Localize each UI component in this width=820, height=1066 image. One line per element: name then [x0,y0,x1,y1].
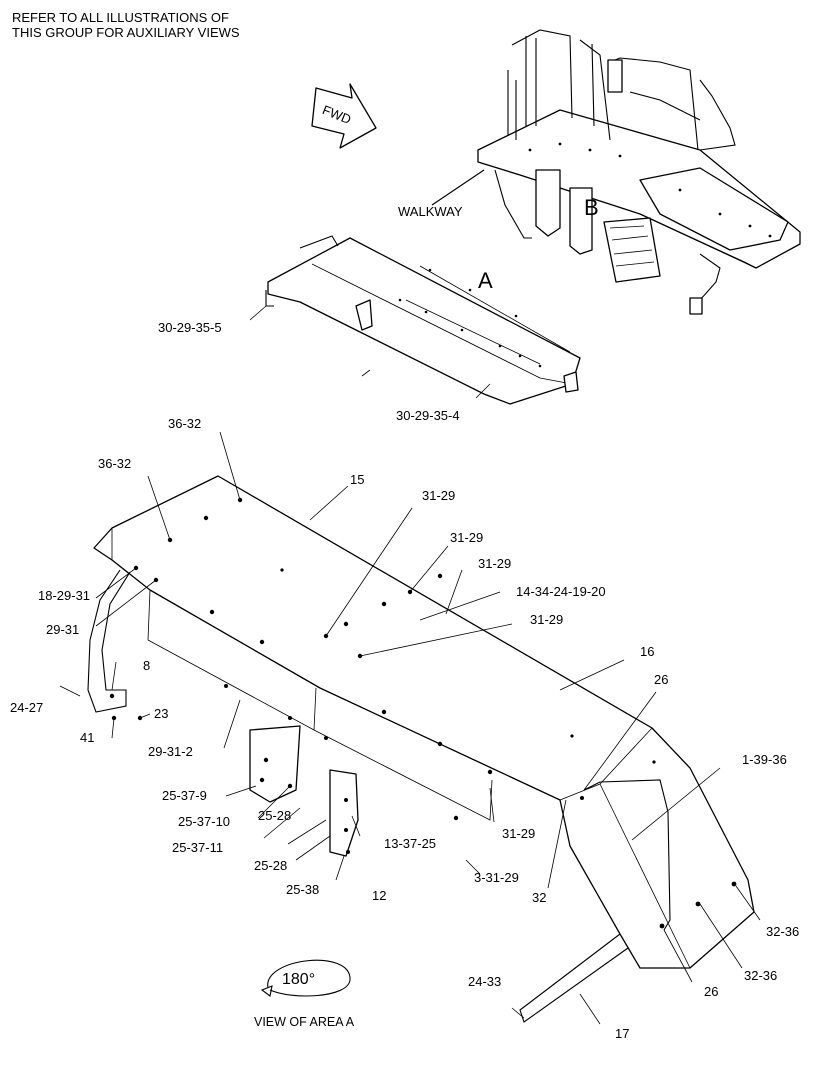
callout-29-31: 29-31 [46,622,79,637]
callout-25-28: 25-28 [258,808,291,823]
callout-24-27: 24-27 [10,700,43,715]
callout-30-29-35-4: 30-29-35-4 [396,408,460,423]
callout-24-33: 24-33 [468,974,501,989]
area-b-label: B [584,195,599,220]
callout-25-37-10: 25-37-10 [178,814,230,829]
callout-36-32: 36-32 [168,416,201,431]
walkway-label: WALKWAY [398,204,463,219]
callout-labels: 30-29-35-5 30-29-35-4 36-32 36-32 15 31-29 31-… [10,320,799,1041]
callout-29-31-2: 29-31-2 [148,744,193,759]
callout-8: 8 [143,658,150,673]
callout-31-29: 31-29 [450,530,483,545]
note-line-1: REFER TO ALL ILLUSTRATIONS OF [12,10,229,25]
callout-16: 16 [640,644,654,659]
callout-32: 32 [532,890,546,905]
callout-14-34-24-19-20: 14-34-24-19-20 [516,584,606,599]
callout-12: 12 [372,888,386,903]
callout-26: 26 [654,672,668,687]
callout-15: 15 [350,472,364,487]
rotation-label: 180° [282,971,315,988]
callout-30-29-35-5: 30-29-35-5 [158,320,222,335]
note-line-2: THIS GROUP FOR AUXILIARY VIEWS [12,25,240,40]
fwd-arrow: FWD [311,83,377,149]
callout-18-29-31: 18-29-31 [38,588,90,603]
area-a-label: A [478,268,493,293]
callout-31-29: 31-29 [422,488,455,503]
callout-31-29: 31-29 [478,556,511,571]
callout-3-31-29: 3-31-29 [474,870,519,885]
callout-32-36: 32-36 [766,924,799,939]
callout-17: 17 [615,1026,629,1041]
callout-25-37-9: 25-37-9 [162,788,207,803]
callout-26: 26 [704,984,718,999]
callout-23: 23 [154,706,168,721]
callout-36-32: 36-32 [98,456,131,471]
callout-25-37-11: 25-37-11 [172,840,223,855]
auxiliary-views-note: REFER TO ALL ILLUSTRATIONS OF THIS GROUP… [12,10,240,40]
platform-a: A [265,235,581,405]
callout-25-38: 25-38 [286,882,319,897]
callout-31-29: 31-29 [530,612,563,627]
view-of-area-a-label: VIEW OF AREA A [254,1015,355,1029]
rotation-arrow: 180° [260,959,351,997]
callout-31-29: 31-29 [502,826,535,841]
main-assembly [59,305,761,1025]
callout-1-39-36: 1-39-36 [742,752,787,767]
callout-32-36: 32-36 [744,968,777,983]
callout-25-28: 25-28 [254,858,287,873]
callout-41: 41 [80,730,94,745]
callout-13-37-25: 13-37-25 [384,836,436,851]
walkway-assembly: B WALKWAY [398,29,801,315]
